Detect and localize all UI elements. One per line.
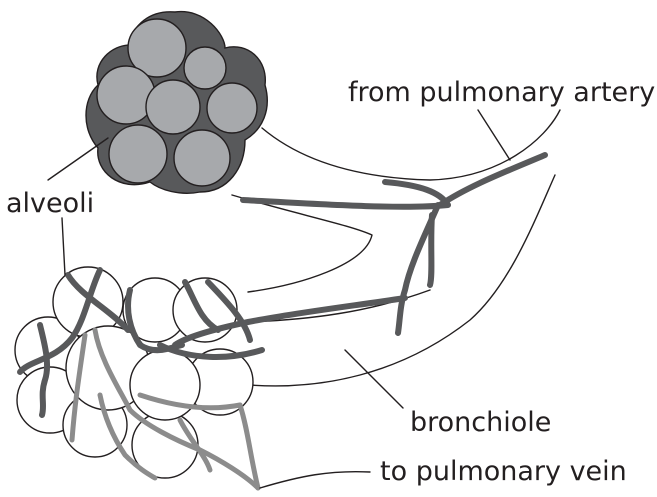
bronchiole-tube [232, 110, 560, 386]
label-alveoli: alveoli [6, 188, 94, 219]
bronchiole-leader [345, 350, 403, 408]
upper-alveolus [146, 80, 200, 134]
lower-alveolus [130, 350, 200, 420]
artery-leader [478, 110, 510, 160]
label-vein: to pulmonary vein [380, 456, 627, 487]
label-bronchiole: bronchiole [410, 407, 551, 438]
label-artery: from pulmonary artery [348, 77, 655, 108]
bronchiole-wall-lower-upper-branch [232, 195, 372, 292]
upper-alveolus [109, 125, 167, 183]
upper-alveolar-sac [86, 12, 267, 194]
upper-alveolus [184, 47, 226, 89]
artery-upper-branch [243, 182, 448, 207]
artery-main [440, 155, 545, 205]
upper-alveolus [207, 83, 257, 133]
lower-alveolar-cluster [15, 267, 253, 478]
vein-leader [260, 472, 370, 488]
alveoli-leader-lower [62, 218, 65, 275]
artery-side-branch [430, 215, 432, 285]
upper-alveolus [174, 130, 230, 186]
upper-alveolus [97, 66, 155, 124]
